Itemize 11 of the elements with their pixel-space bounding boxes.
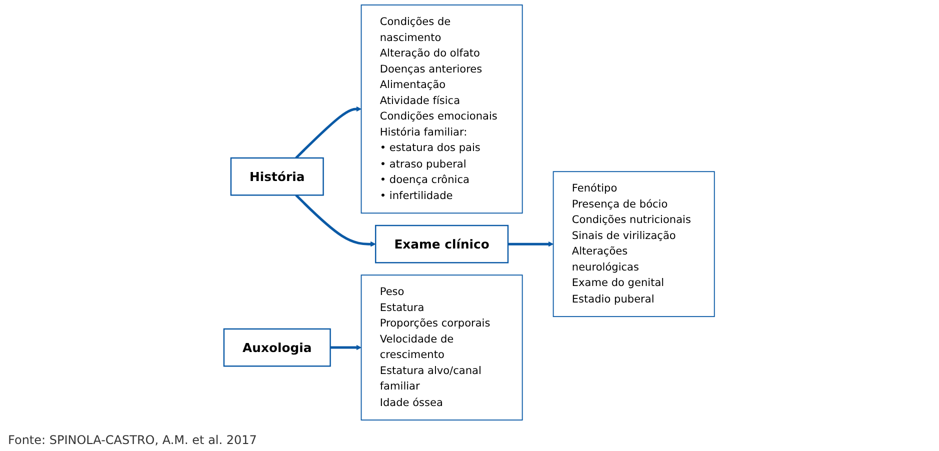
source-caption: Fonte: SPINOLA-CASTRO, A.M. et al. 2017 [8,433,257,447]
arrow [295,106,362,159]
node-box: Condições de nascimento Alteração do olfato Doenças anteriores Alimentação Atividade física Condições emocionais História familiar: • estatura dos pais • atraso puberal • doença crônica • infertilidade [361,4,524,214]
node-box: Fenótipo Presença de bócio Condições nutricionais Sinais de virilização Alterações neurológicas Exame do genital Estadio puberal [553,171,716,318]
node-box: Exame clínico [375,224,509,264]
node-box: Peso Estatura Proporções corporais Velocidade de crescimento Estatura alvo/canal familiar Idade óssea [361,274,524,420]
arrow [330,344,362,350]
arrow [295,194,376,247]
arrow [508,241,554,247]
node-box: Auxologia [224,328,332,367]
node-box: História [230,157,324,196]
